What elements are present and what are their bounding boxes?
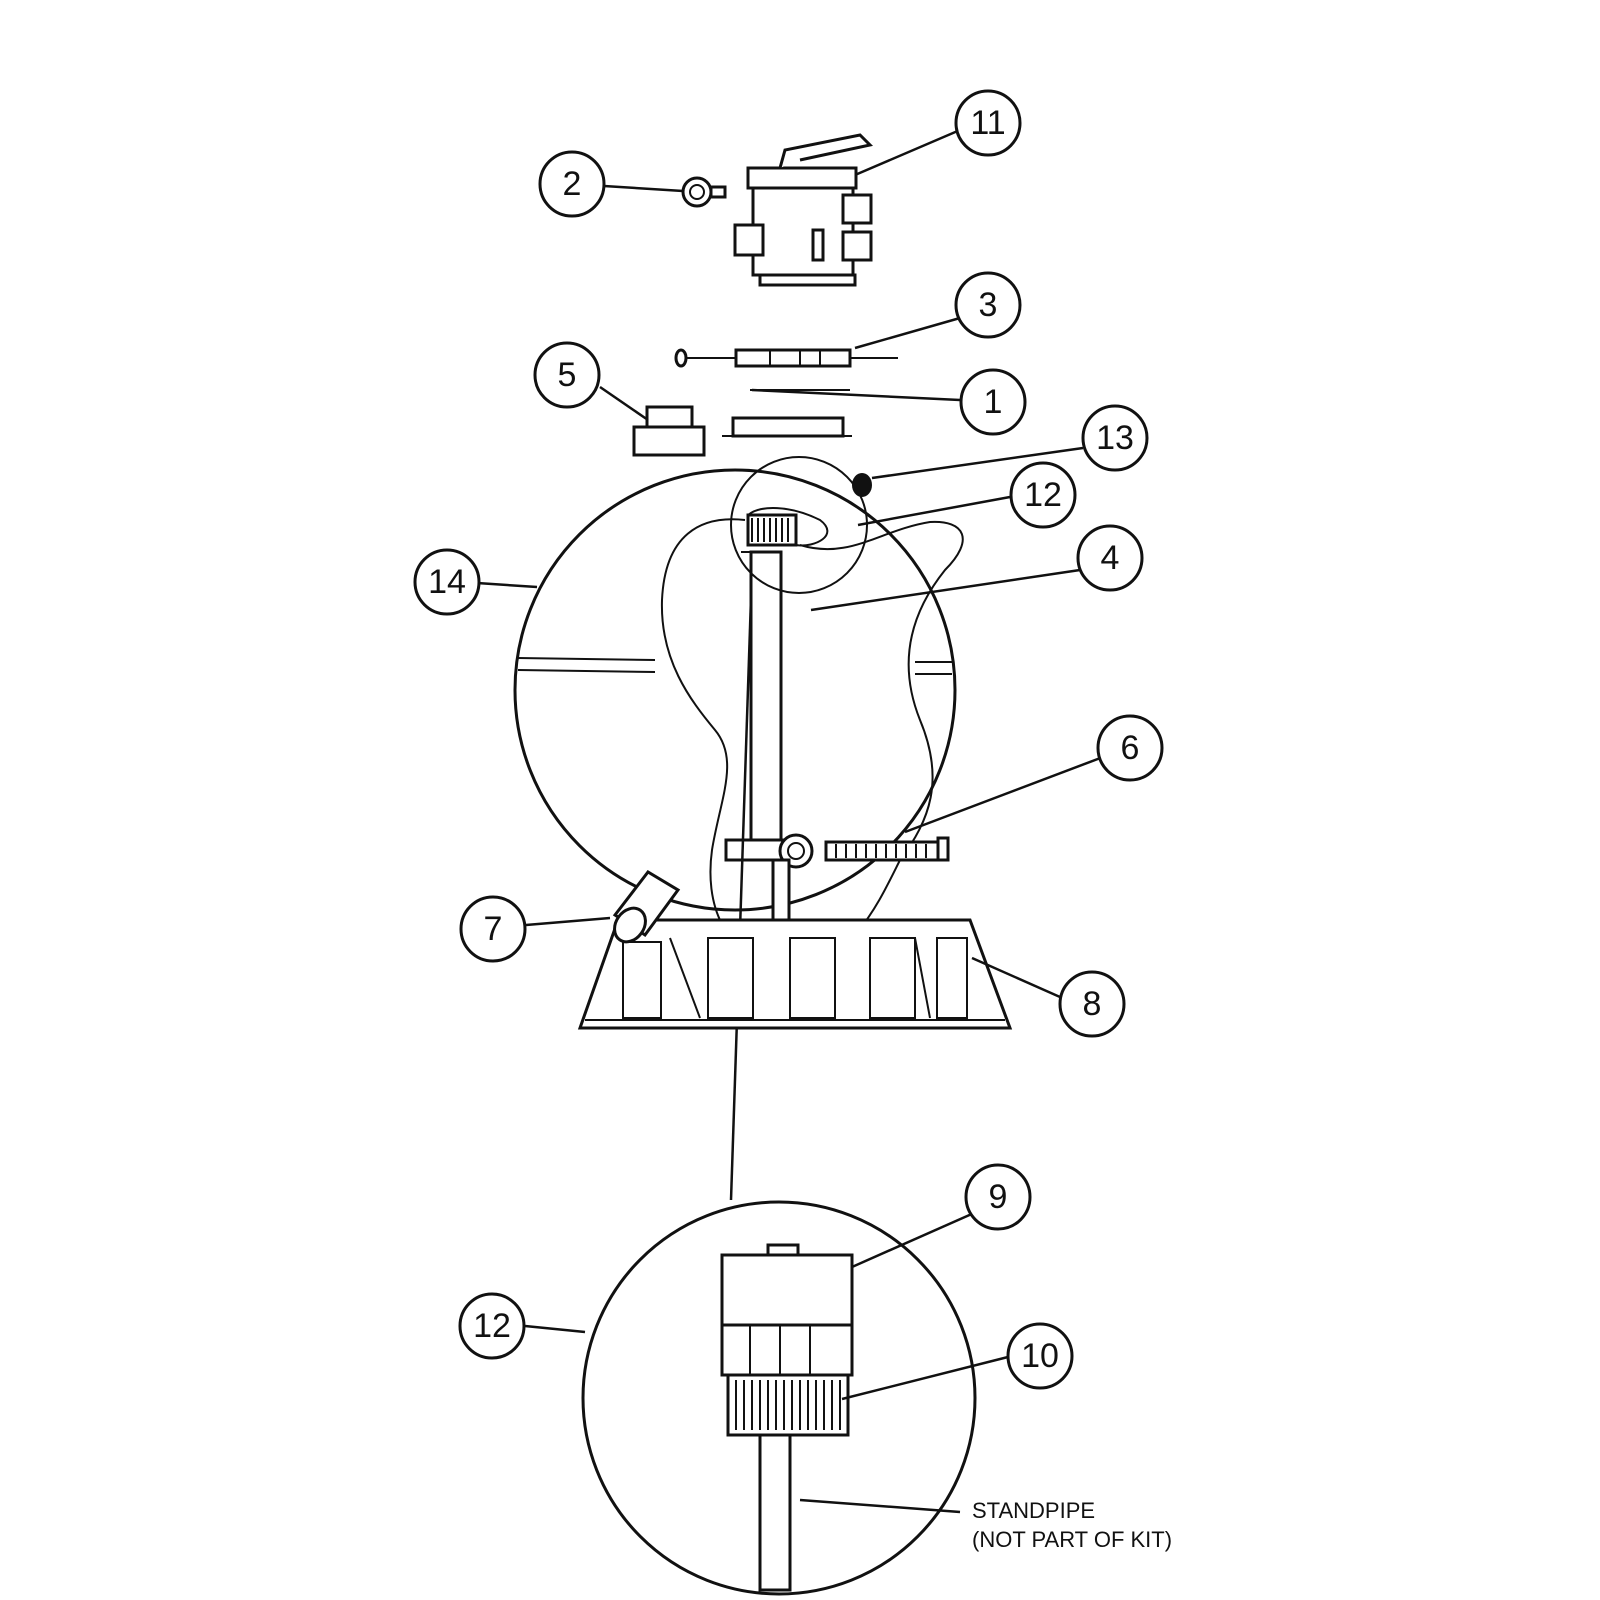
leader-5	[599, 385, 649, 422]
callout-7: 7	[459, 895, 527, 963]
callout-13: 13	[1081, 404, 1149, 472]
leader-9	[851, 1207, 984, 1269]
svg-text:9: 9	[989, 1178, 1008, 1216]
leader-6	[904, 755, 1104, 834]
callout-8: 8	[1058, 970, 1126, 1038]
pressure-gauge	[681, 176, 727, 208]
callout-12-lower: 12	[458, 1292, 526, 1360]
callout-6: 6	[1096, 714, 1164, 782]
svg-text:10: 10	[1021, 1337, 1059, 1375]
callout-3: 3	[954, 271, 1022, 339]
leader-7	[525, 916, 611, 927]
leader-1	[751, 388, 961, 402]
svg-text:13: 13	[1096, 419, 1134, 457]
standpipe-note-line2: (NOT PART OF KIT)	[972, 1527, 1172, 1552]
leader-12-upper	[857, 495, 1011, 527]
callout-1: 1	[959, 368, 1027, 436]
multiport-valve	[733, 133, 874, 287]
detail-leader-line	[729, 597, 753, 1201]
drain-cap	[612, 870, 681, 944]
svg-text:5: 5	[558, 356, 577, 394]
leader-11	[854, 128, 961, 177]
callout-5: 5	[533, 341, 601, 409]
svg-text:2: 2	[563, 165, 582, 203]
leader-8	[971, 956, 1061, 999]
leader-13	[871, 446, 1084, 480]
svg-text:7: 7	[484, 910, 503, 948]
svg-text:11: 11	[970, 104, 1005, 142]
filter-base	[577, 918, 1013, 1030]
callout-2: 2	[538, 150, 606, 218]
filter-tank	[513, 416, 957, 912]
leader-2	[603, 184, 684, 193]
callout-14: 14	[413, 548, 481, 616]
fitting-part	[632, 405, 706, 457]
callout-11: 11	[954, 89, 1022, 157]
leader-12-lower	[524, 1324, 586, 1334]
callout-4: 4	[1076, 524, 1144, 592]
svg-text:12: 12	[473, 1307, 511, 1345]
svg-text:6: 6	[1121, 729, 1140, 767]
leader-14	[476, 581, 538, 589]
clamp-assembly	[674, 348, 898, 368]
standpipe-assembly	[724, 507, 950, 927]
detail-marker-circle	[730, 456, 868, 594]
callout-9: 9	[964, 1163, 1032, 1231]
callout-10: 10	[1006, 1322, 1074, 1390]
callout-12-upper: 12	[1009, 461, 1077, 529]
svg-text:8: 8	[1083, 985, 1102, 1023]
svg-text:3: 3	[979, 286, 998, 324]
svg-text:4: 4	[1101, 539, 1120, 577]
leader-10	[841, 1355, 1009, 1401]
svg-text:14: 14	[428, 563, 466, 601]
leader-3	[854, 316, 961, 350]
standpipe-note-line1: STANDPIPE	[972, 1498, 1095, 1523]
leader-4	[810, 568, 1081, 612]
leader-standpipe	[799, 1498, 961, 1514]
detail-view	[581, 1200, 977, 1596]
svg-text:12: 12	[1024, 476, 1062, 514]
svg-text:1: 1	[984, 383, 1003, 421]
